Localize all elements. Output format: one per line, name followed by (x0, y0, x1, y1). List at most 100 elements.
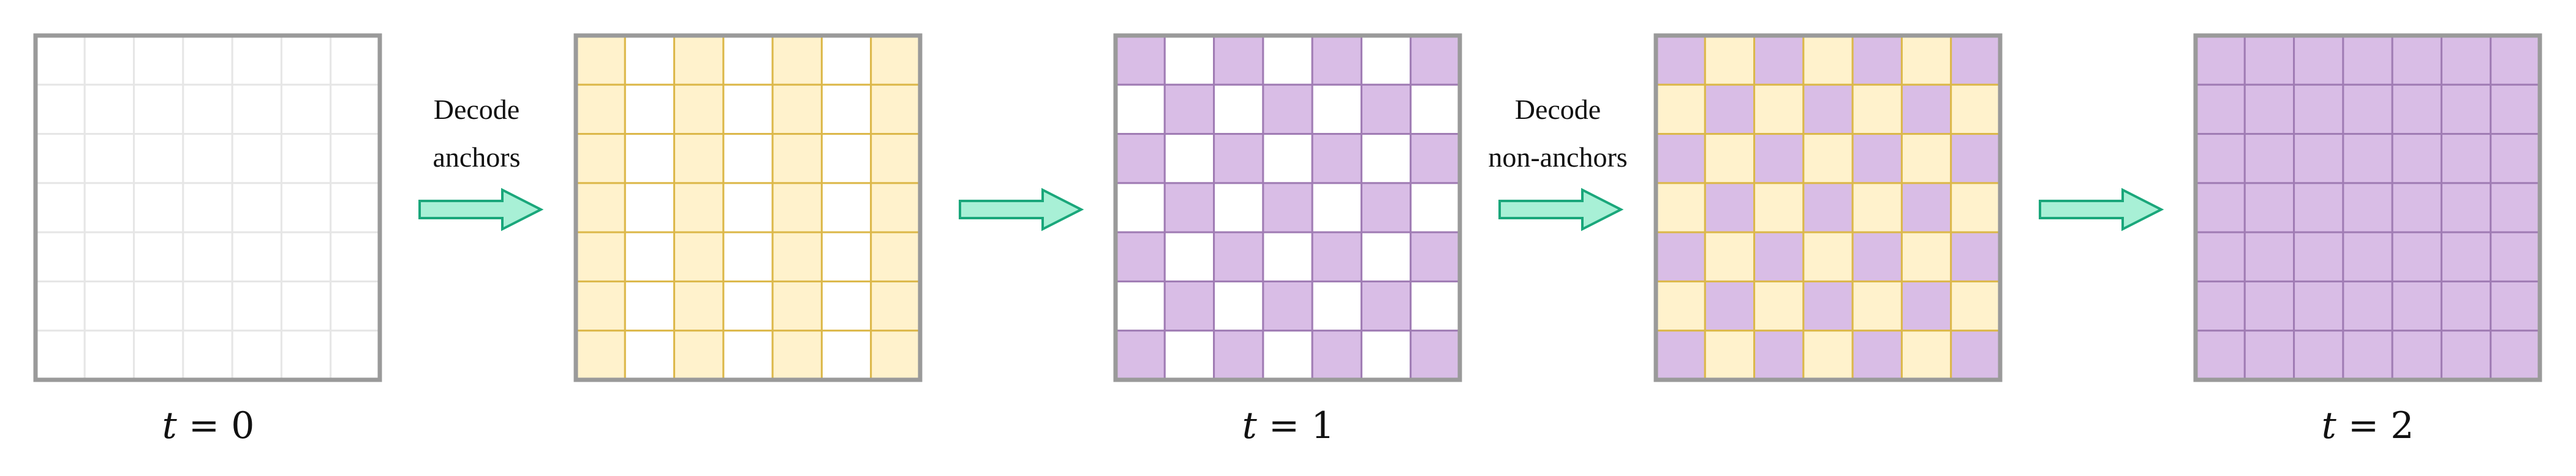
time-value: 0 (231, 404, 255, 447)
grid-cell (2293, 330, 2344, 381)
grid-cell (330, 34, 381, 86)
grid-cell (771, 330, 823, 381)
grid-cell (2440, 133, 2492, 184)
grid-cell (771, 231, 823, 282)
grid-cell (1163, 231, 1215, 282)
grid-cell (1851, 280, 1903, 332)
grid-cell (1213, 280, 1264, 332)
grid-cell (1163, 34, 1215, 86)
grid-cell (2342, 83, 2393, 135)
grid-cell (870, 182, 921, 233)
grid-cell (1410, 182, 1461, 233)
arrow-label-decode-non-anchors: Decode non-anchors (1466, 86, 1650, 181)
grid-cell (673, 280, 725, 332)
grid-cell (1360, 182, 1412, 233)
time-label-t0: t = 0 (116, 404, 300, 447)
grid-cell (2293, 34, 2344, 86)
grid-cell (2342, 34, 2393, 86)
grid-cell (34, 231, 86, 282)
grid-cell (330, 182, 381, 233)
grid-cell (2391, 133, 2442, 184)
time-operator: = (1268, 404, 1300, 447)
grid-cell (1311, 231, 1362, 282)
grid-cell (83, 280, 135, 332)
grid-cell (2440, 34, 2492, 86)
grid-cell (133, 231, 184, 282)
grid-cell (722, 133, 774, 184)
grid-cell (2243, 330, 2295, 381)
grid-cell (1802, 280, 1854, 332)
grid-cell (722, 83, 774, 135)
grid-cell (133, 280, 184, 332)
grid-cell (83, 133, 135, 184)
grid-cell (1900, 133, 1952, 184)
grid-cell (575, 280, 626, 332)
time-variable: t (162, 404, 177, 447)
grid-cell (182, 231, 233, 282)
grid-cell (280, 330, 332, 381)
grid-panel-anchors-decoded (1113, 33, 1462, 382)
grid-cell (1311, 133, 1362, 184)
grid-cell (1704, 280, 1756, 332)
grid-cell (2243, 133, 2295, 184)
grid-cell (1311, 182, 1362, 233)
time-variable: t (1242, 404, 1257, 447)
grid-cell (575, 182, 626, 233)
grid-cell (1900, 34, 1952, 86)
grid-cell (2490, 330, 2541, 381)
panel-frame (1653, 33, 2003, 382)
grid-cell (1704, 34, 1756, 86)
time-operator: = (188, 404, 220, 447)
grid-cell (231, 330, 282, 381)
panel-frame (573, 33, 923, 382)
grid-cell (575, 133, 626, 184)
grid-cell (1655, 34, 1706, 86)
grid-cell (820, 34, 872, 86)
grid-cell (2342, 133, 2393, 184)
grid-cell (2194, 34, 2246, 86)
grid-cell (1114, 34, 1166, 86)
grid-cell (1655, 83, 1706, 135)
panel-frame (1113, 33, 1462, 382)
grid-cell (2342, 182, 2393, 233)
grid-cell (1704, 330, 1756, 381)
grid-cell (34, 133, 86, 184)
grid-cell (1360, 83, 1412, 135)
grid-cell (1802, 182, 1854, 233)
time-label-t1: t = 1 (1196, 404, 1380, 447)
grid-cell (2490, 133, 2541, 184)
grid-cell (2293, 231, 2344, 282)
grid-cell (722, 231, 774, 282)
grid-cell (231, 133, 282, 184)
grid-cell (83, 83, 135, 135)
grid-cell (575, 231, 626, 282)
grid-cell (1360, 34, 1412, 86)
grid-cell (1410, 133, 1461, 184)
grid-cell (1900, 182, 1952, 233)
grid-cell (673, 330, 725, 381)
grid-cell (1851, 83, 1903, 135)
right-arrow-icon (418, 187, 544, 232)
grid-cell (2243, 34, 2295, 86)
grid-cell (624, 280, 676, 332)
grid-cell (1950, 330, 2001, 381)
grid-cell (2194, 330, 2246, 381)
grid-cell (2243, 182, 2295, 233)
grid-cell (280, 280, 332, 332)
grid-cell (1802, 83, 1854, 135)
grid-cell (330, 231, 381, 282)
grid-cell (820, 231, 872, 282)
grid-cell (1163, 280, 1215, 332)
grid-cell (34, 330, 86, 381)
grid-cell (575, 330, 626, 381)
grid-cell (1213, 182, 1264, 233)
grid-cell (673, 83, 725, 135)
grid-cell (1410, 34, 1461, 86)
grid-cell (2440, 231, 2492, 282)
grid-cell (2293, 280, 2344, 332)
grid-cell (231, 231, 282, 282)
panel-frame (2193, 33, 2542, 382)
grid-cell (2391, 280, 2442, 332)
grid-panel-anchors (573, 33, 923, 382)
